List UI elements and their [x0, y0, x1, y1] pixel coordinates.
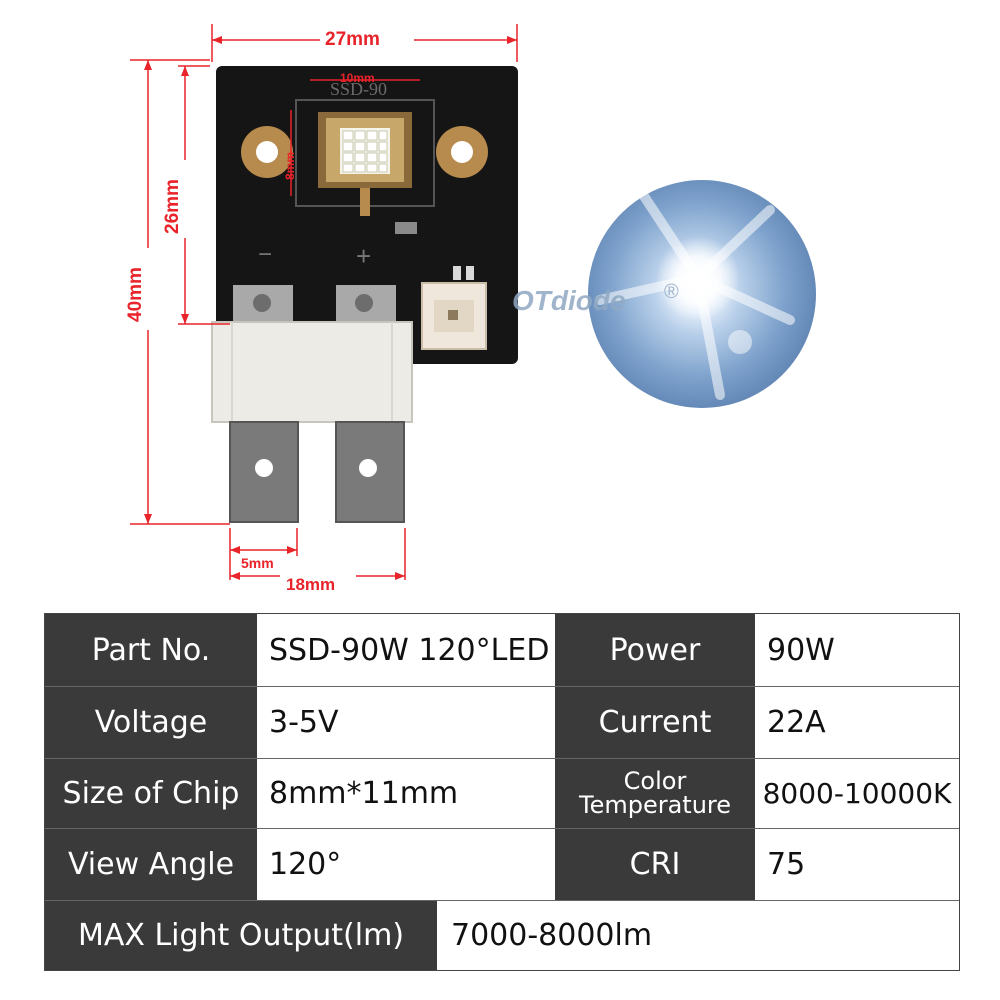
label-color-line: Color [623, 767, 687, 795]
product-figure: SSD-90 − + [125, 24, 816, 594]
jst-connector [421, 282, 487, 350]
spec-table: Part No. SSD-90W 120°LED Power 90W Volta… [44, 613, 960, 971]
dim-width-top: 27mm [325, 29, 380, 50]
value-chip-size: 8mm*11mm [257, 758, 555, 828]
label-voltage: Voltage [45, 686, 257, 758]
terminal-housing [211, 321, 413, 423]
led-chip [318, 112, 412, 216]
mounting-hole-left [241, 126, 293, 178]
dim-height-board: 26mm [162, 179, 183, 234]
label-power: Power [555, 614, 755, 686]
value-voltage: 3-5V [257, 686, 555, 758]
value-part-no: SSD-90W 120°LED [257, 614, 555, 686]
led-glow-photo [588, 180, 816, 408]
label-current: Current [555, 686, 755, 758]
silkscreen-part: SSD-90 [330, 79, 387, 99]
registered-mark: ® [664, 281, 679, 303]
value-view-angle: 120° [257, 828, 555, 900]
label-part-no: Part No. [45, 614, 257, 686]
brand-watermark: OTdiode [512, 285, 626, 316]
dim-tab-width: 5mm [241, 555, 274, 571]
label-cri: CRI [555, 828, 755, 900]
mounting-hole-right [436, 126, 488, 178]
dim-chip-height: 8mm [283, 152, 297, 180]
minus-mark: − [258, 241, 272, 268]
dim-height-total: 40mm [125, 267, 146, 322]
label-max-light-output: MAX Light Output(lm) [45, 900, 437, 970]
label-chip-size: Size of Chip [45, 758, 257, 828]
value-max-light-output: 7000-8000lm [437, 900, 959, 970]
dim-tabs-span: 18mm [286, 575, 335, 594]
label-temperature-line: Temperature [578, 791, 732, 819]
value-current: 22A [755, 686, 959, 758]
spade-terminal-left [229, 421, 299, 523]
value-power: 90W [755, 614, 959, 686]
spade-terminal-right [335, 421, 405, 523]
plus-mark: + [356, 241, 371, 271]
value-color-temperature: 8000-10000K [755, 758, 959, 828]
label-view-angle: View Angle [45, 828, 257, 900]
dim-chip-width: 10mm [340, 71, 375, 85]
value-cri: 75 [755, 828, 959, 900]
label-color-temperature: Color Temperature [555, 758, 755, 828]
led-module-drawing: SSD-90 − + [125, 24, 816, 594]
